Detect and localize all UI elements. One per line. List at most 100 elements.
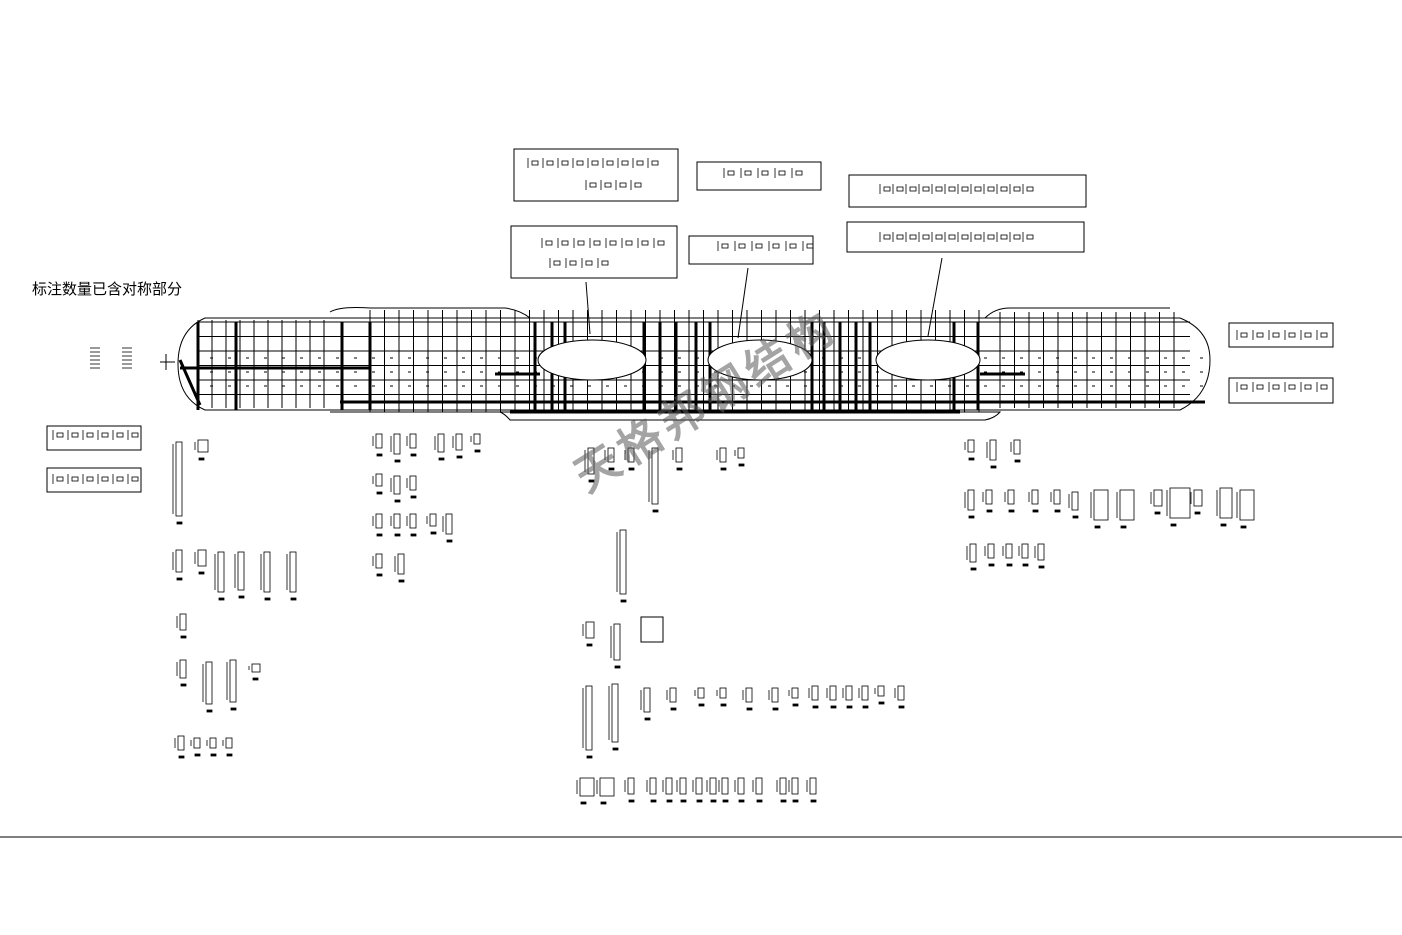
part-label-mark bbox=[252, 677, 259, 681]
part-rect bbox=[1239, 489, 1255, 521]
part-label-mark bbox=[650, 799, 657, 803]
callout-glyph bbox=[789, 243, 797, 249]
part-label-mark bbox=[394, 459, 401, 463]
part-label-mark bbox=[1170, 523, 1177, 527]
part-label-mark bbox=[1220, 523, 1227, 527]
part-label-mark bbox=[1240, 525, 1247, 529]
plan-outline bbox=[177, 317, 1211, 411]
part-rect bbox=[177, 735, 185, 751]
part-label-mark bbox=[180, 635, 187, 639]
part-rect bbox=[375, 553, 383, 569]
part-label-mark bbox=[438, 457, 445, 461]
part-rect bbox=[375, 433, 383, 449]
callout-glyph bbox=[553, 260, 561, 266]
callout-glyph bbox=[546, 160, 554, 166]
callout-glyph bbox=[604, 182, 612, 188]
callout-glyph bbox=[1304, 384, 1312, 390]
part-rect bbox=[989, 439, 997, 461]
part-rect bbox=[197, 439, 209, 453]
part-rect bbox=[779, 777, 787, 795]
callout-glyph bbox=[1240, 332, 1248, 338]
callout-box-left-top bbox=[46, 425, 142, 451]
part-details bbox=[172, 433, 1255, 805]
callout-glyph bbox=[883, 186, 891, 192]
part-rect bbox=[967, 439, 975, 453]
part-label-mark bbox=[1154, 511, 1161, 515]
callout-glyph bbox=[1256, 384, 1264, 390]
callout-glyph bbox=[744, 170, 752, 176]
part-label-mark bbox=[1006, 563, 1013, 567]
plan-bottom-edge bbox=[330, 411, 1002, 421]
callout-box-b-bottom bbox=[688, 235, 814, 265]
part-rect bbox=[719, 447, 727, 463]
part-label-mark bbox=[620, 599, 627, 603]
callout-glyph bbox=[1272, 332, 1280, 338]
callout-glyph bbox=[636, 160, 644, 166]
part-label-mark bbox=[878, 701, 885, 705]
callout-box-a-top bbox=[513, 148, 679, 202]
part-label-mark bbox=[990, 465, 997, 469]
part-rect bbox=[1031, 489, 1039, 505]
part-rect bbox=[649, 777, 657, 795]
part-rect bbox=[1093, 489, 1109, 521]
part-rect bbox=[969, 543, 977, 563]
part-label-mark bbox=[1194, 511, 1201, 515]
part-label-mark bbox=[710, 799, 717, 803]
part-label-mark bbox=[1022, 563, 1029, 567]
part-rect bbox=[877, 685, 885, 697]
plan-top-edge-right bbox=[984, 307, 1170, 319]
part-label-mark bbox=[176, 521, 183, 525]
part-rect bbox=[599, 777, 615, 797]
callout-glyphs bbox=[52, 158, 1328, 484]
part-rect bbox=[1013, 439, 1021, 455]
callout-box-c-bottom bbox=[846, 221, 1085, 253]
part-rect bbox=[987, 543, 995, 559]
part-label-mark bbox=[376, 453, 383, 457]
part-label-mark bbox=[1054, 509, 1061, 513]
part-rect bbox=[675, 447, 683, 463]
callout-glyph bbox=[86, 432, 94, 438]
callout-glyph bbox=[806, 243, 814, 249]
part-rect bbox=[619, 529, 627, 595]
leader-line-1 bbox=[585, 281, 591, 335]
part-rect bbox=[437, 433, 445, 453]
part-rect bbox=[193, 737, 201, 749]
part-rect bbox=[719, 687, 727, 699]
part-rect bbox=[393, 433, 401, 455]
part-label-mark bbox=[290, 597, 297, 601]
part-rect bbox=[393, 513, 401, 529]
part-label-mark bbox=[1120, 525, 1127, 529]
part-label-mark bbox=[376, 573, 383, 577]
part-rect bbox=[587, 447, 595, 475]
part-rect bbox=[709, 777, 717, 795]
callout-glyph bbox=[576, 160, 584, 166]
part-label-mark bbox=[230, 707, 237, 711]
callout-glyph bbox=[577, 240, 585, 246]
callout-glyph bbox=[116, 476, 124, 482]
part-rect bbox=[393, 475, 401, 495]
part-rect bbox=[721, 777, 729, 795]
callout-glyph bbox=[1000, 234, 1008, 240]
callout-glyph bbox=[591, 160, 599, 166]
callout-glyph bbox=[1026, 234, 1034, 240]
part-rect bbox=[225, 737, 233, 749]
part-rect bbox=[375, 473, 383, 487]
callout-glyph bbox=[619, 182, 627, 188]
part-rect bbox=[829, 685, 837, 701]
opening-ellipse-3 bbox=[875, 339, 981, 381]
part-rect bbox=[791, 687, 799, 699]
part-label-mark bbox=[1014, 459, 1021, 463]
part-label-mark bbox=[198, 457, 205, 461]
part-rect bbox=[409, 433, 417, 449]
part-rect bbox=[745, 687, 753, 703]
callout-glyph bbox=[131, 476, 139, 482]
part-rect bbox=[1071, 491, 1079, 511]
callout-glyph bbox=[935, 234, 943, 240]
callout-glyph bbox=[922, 234, 930, 240]
callout-glyph bbox=[1320, 384, 1328, 390]
part-rect bbox=[375, 513, 383, 529]
callout-glyph bbox=[1026, 186, 1034, 192]
callout-glyph bbox=[116, 432, 124, 438]
part-rect bbox=[771, 687, 779, 703]
callout-glyph bbox=[922, 186, 930, 192]
